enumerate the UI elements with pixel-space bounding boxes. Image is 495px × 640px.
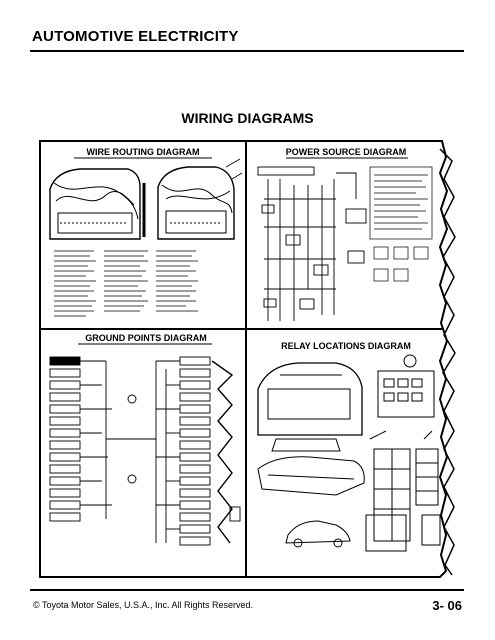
panel-title-ground-points: GROUND POINTS DIAGRAM	[85, 333, 207, 343]
wire-routing-drawing	[49, 158, 243, 240]
power-source-drawing	[257, 166, 367, 321]
panel-title-wire-routing: WIRE ROUTING DIAGRAM	[87, 147, 200, 157]
wire-routing-legend	[54, 250, 198, 317]
panel-title-relay-locations: RELAY LOCATIONS DIAGRAM	[281, 341, 411, 351]
copyright-notice: © Toyota Motor Sales, U.S.A., Inc. All R…	[33, 600, 254, 610]
page-number: 3- 06	[432, 598, 462, 613]
header-rule	[30, 50, 464, 52]
section-title: WIRING DIAGRAMS	[181, 110, 314, 126]
relay-locations-drawing	[257, 354, 441, 552]
ground-points-drawing	[49, 356, 241, 546]
page-header-title: AUTOMOTIVE ELECTRICITY	[32, 28, 239, 45]
panel-title-power-source: POWER SOURCE DIAGRAM	[286, 147, 407, 157]
footer-rule	[30, 589, 464, 591]
power-source-legend	[369, 166, 433, 282]
wiring-diagrams-figure: WIRE ROUTING DIAGRAM POWER SOURCE DIAGRA…	[39, 140, 456, 578]
